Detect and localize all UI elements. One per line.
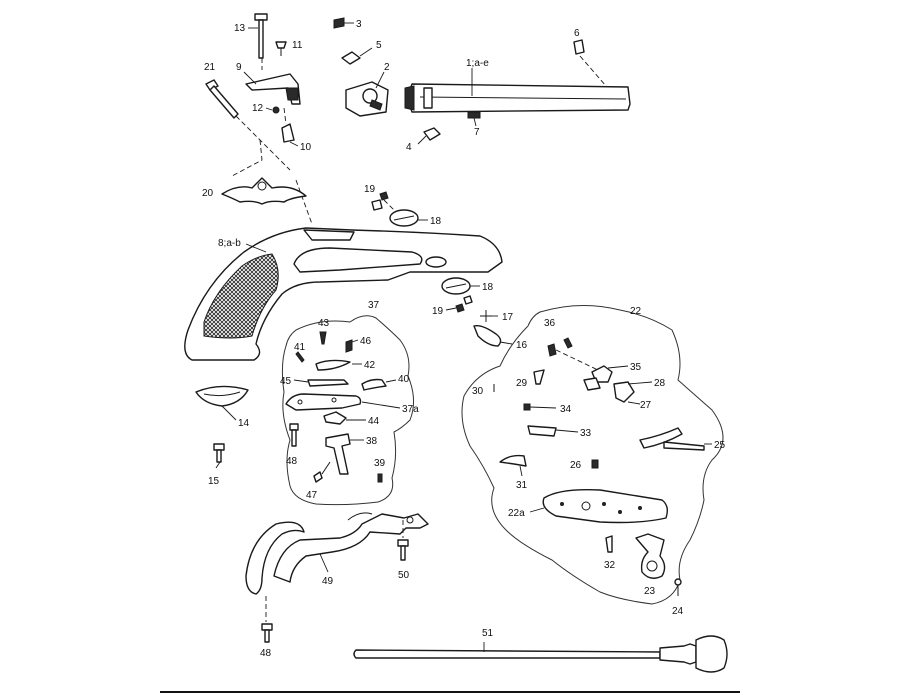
- underlug-part-7: [467, 111, 481, 127]
- label-40: 40: [398, 374, 410, 385]
- wedge-part-4: [417, 127, 441, 145]
- label-1: 1;a-e: [466, 58, 489, 69]
- label-5: 5: [376, 40, 382, 51]
- label-21: 21: [204, 62, 216, 73]
- trigger-guard-part-49: [245, 512, 429, 595]
- part-18-lower: [441, 277, 480, 295]
- label-4: 4: [406, 142, 412, 153]
- label-36: 36: [544, 318, 556, 329]
- screw-part-3: [333, 17, 354, 29]
- tang-part-20: [221, 177, 307, 205]
- label-23: 23: [644, 586, 656, 597]
- label-30: 30: [472, 386, 484, 397]
- label-47: 47: [306, 490, 318, 501]
- label-32: 32: [604, 560, 616, 571]
- label-28: 28: [654, 378, 666, 389]
- pin-part-13: [248, 13, 268, 59]
- part-10: [281, 107, 299, 147]
- label-22: 22: [630, 306, 642, 317]
- label-39: 39: [374, 458, 386, 469]
- label-24: 24: [672, 606, 684, 617]
- label-38: 38: [366, 436, 378, 447]
- label-37a: 37a: [402, 404, 419, 415]
- label-31: 31: [516, 480, 528, 491]
- alignment-line: [231, 58, 313, 225]
- label-45: 45: [280, 376, 292, 387]
- label-2: 2: [384, 62, 390, 73]
- frame-stock-part-8: [184, 227, 503, 361]
- label-18-upper: 18: [430, 216, 442, 227]
- label-17: 17: [502, 312, 514, 323]
- label-12: 12: [252, 103, 264, 114]
- nipple-part-5: [341, 47, 373, 65]
- breech-plug-part-2: [345, 71, 389, 117]
- label-7: 7: [474, 127, 480, 138]
- label-49: 49: [322, 576, 334, 587]
- label-44: 44: [368, 416, 380, 427]
- ramrod-part-51: [353, 635, 728, 673]
- label-13: 13: [234, 23, 246, 34]
- label-43: 43: [318, 318, 330, 329]
- label-8: 8;a-b: [218, 238, 241, 249]
- part-12: [265, 106, 280, 114]
- barrel-part-1: [404, 68, 631, 113]
- label-10: 10: [300, 142, 312, 153]
- label-6: 6: [574, 28, 580, 39]
- screw-part-15: [213, 443, 225, 469]
- screw-part-50: [397, 520, 409, 561]
- label-37: 37: [368, 300, 380, 311]
- label-29: 29: [516, 378, 528, 389]
- label-26: 26: [570, 460, 582, 471]
- hammer-part-9: [243, 71, 301, 105]
- label-50: 50: [398, 570, 410, 581]
- label-11: 11: [292, 40, 303, 51]
- callout-labels: 1;a-e 2 3 4 5 6 7 8;a-b 9 10 11 12 13 14…: [202, 19, 726, 659]
- label-48-lower: 48: [260, 648, 272, 659]
- label-22a: 22a: [508, 508, 525, 519]
- label-48-upper: 48: [286, 456, 298, 467]
- screw-part-19-upper: [371, 191, 397, 213]
- label-41: 41: [294, 342, 306, 353]
- label-16: 16: [516, 340, 528, 351]
- part-16: [473, 324, 513, 347]
- label-33: 33: [580, 428, 592, 439]
- label-42: 42: [364, 360, 376, 371]
- group-37-outline: [281, 315, 414, 506]
- label-15: 15: [208, 476, 220, 487]
- label-18-lower: 18: [482, 282, 494, 293]
- label-19-lower: 19: [432, 306, 444, 317]
- label-34: 34: [560, 404, 572, 415]
- screw-part-11: [275, 41, 287, 56]
- label-14: 14: [238, 418, 250, 429]
- label-35: 35: [630, 362, 642, 373]
- part-18-upper: [389, 209, 428, 227]
- label-9: 9: [236, 62, 242, 73]
- label-20: 20: [202, 188, 214, 199]
- label-3: 3: [356, 19, 362, 30]
- sight-part-6: [573, 39, 607, 87]
- group-22-parts: [493, 337, 712, 596]
- label-25: 25: [714, 440, 726, 451]
- label-27: 27: [640, 400, 652, 411]
- part-14: [195, 385, 249, 421]
- screw-part-48-lower: [261, 596, 273, 643]
- group-22-outline: [461, 305, 724, 605]
- bolt-part-21: [205, 79, 291, 171]
- label-51: 51: [482, 628, 494, 639]
- screw-part-19-lower: [445, 295, 473, 313]
- label-19-upper: 19: [364, 184, 376, 195]
- group-37-parts: [285, 331, 401, 483]
- part-17: [480, 310, 498, 322]
- label-46: 46: [360, 336, 372, 347]
